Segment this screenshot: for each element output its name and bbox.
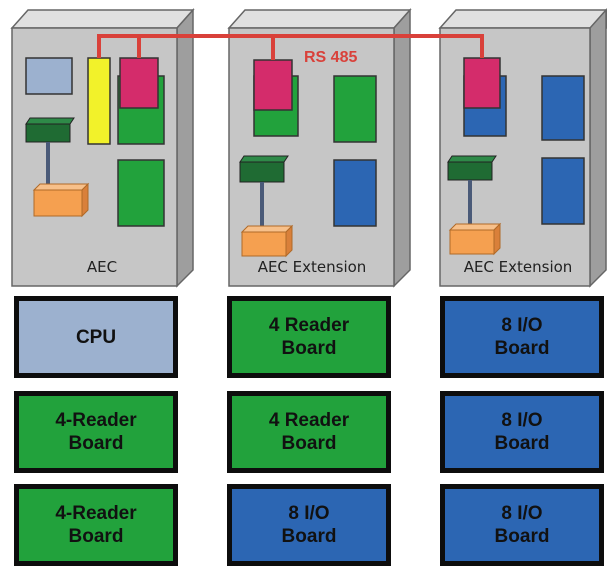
reader-board: 4 Reader Board — [227, 391, 391, 473]
controller-top — [447, 155, 497, 163]
cabinet-top — [10, 9, 195, 29]
bus-module — [253, 59, 293, 111]
cabinet-aec: AEC — [10, 8, 195, 288]
io-board: 8 I/O Board — [440, 484, 604, 566]
controller-top — [239, 155, 289, 163]
reader-board: 4-Reader Board — [14, 391, 178, 473]
cabinet-side — [176, 8, 194, 288]
io-board-module — [541, 75, 585, 141]
power-top — [240, 225, 294, 233]
io-board-module — [541, 157, 585, 225]
controller-module — [447, 161, 493, 181]
cabinet-top — [227, 9, 412, 29]
power-top — [448, 223, 502, 231]
power-module — [241, 231, 287, 257]
io-board: 8 I/O Board — [227, 484, 391, 566]
power-top — [32, 183, 90, 191]
reader-board-module — [333, 75, 377, 143]
io-board-module — [333, 159, 377, 227]
cabinet-aec-extension-2: AEC Extension — [438, 8, 607, 288]
cabinet-side — [393, 8, 411, 288]
power-module — [33, 189, 83, 217]
cabinet-diagram: AEC AEC Extension AEC Extension — [10, 8, 607, 288]
bus-module — [119, 57, 159, 109]
power-side — [285, 224, 293, 258]
cabinet-label: AEC — [87, 258, 117, 276]
bus-line — [97, 34, 484, 58]
reader-board-module — [117, 159, 165, 227]
cabinet-side — [589, 8, 607, 288]
power-module — [449, 229, 495, 255]
cabinet-aec-extension-1: AEC Extension — [227, 8, 412, 288]
controller-top — [25, 117, 75, 125]
bus-module — [463, 57, 501, 109]
reader-board: 4 Reader Board — [227, 296, 391, 378]
power-side — [493, 222, 501, 256]
cabinet-label: AEC Extension — [258, 258, 367, 276]
cabinet-label: AEC Extension — [464, 258, 573, 276]
cpu-module — [25, 57, 73, 95]
reader-board: 4-Reader Board — [14, 484, 178, 566]
controller-module — [239, 161, 285, 183]
io-board: 8 I/O Board — [440, 296, 604, 378]
interface-module — [87, 57, 111, 145]
bus-label: RS 485 — [304, 49, 357, 66]
cpu-board: CPU — [14, 296, 178, 378]
rs485-bus: RS 485 — [97, 34, 484, 66]
controller-module — [25, 123, 71, 143]
cabinet-top — [438, 9, 607, 29]
power-side — [81, 182, 89, 218]
io-board: 8 I/O Board — [440, 391, 604, 473]
